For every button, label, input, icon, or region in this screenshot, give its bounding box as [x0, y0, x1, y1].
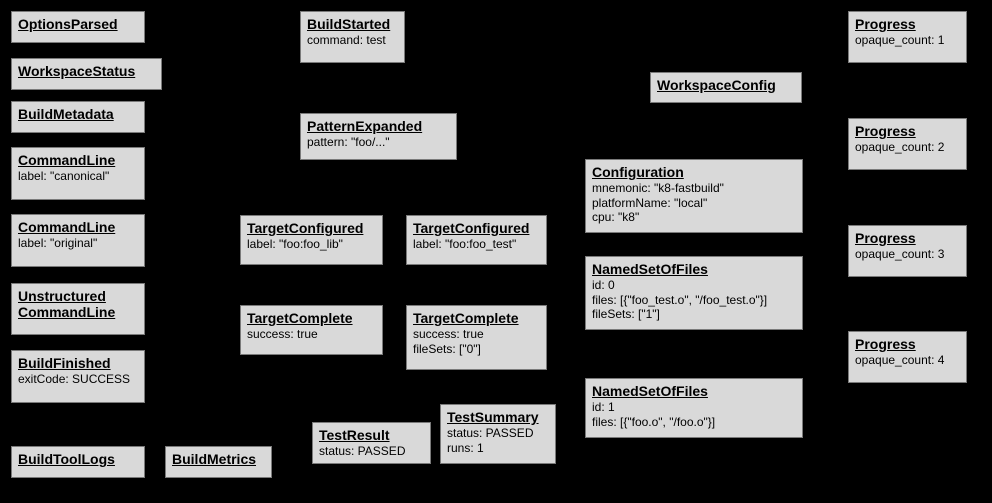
node-title: TargetConfigured [247, 220, 364, 236]
node-fields: label: "foo:foo_lib" [247, 237, 376, 252]
node-title: Progress [855, 123, 916, 139]
node-title: OptionsParsed [18, 16, 118, 32]
node-field: opaque_count: 1 [855, 33, 945, 47]
node-fields: label: "foo:foo_test" [413, 237, 540, 252]
node-field: id: 1 [592, 400, 615, 414]
node-build-tool-logs[interactable]: BuildToolLogs [11, 446, 145, 478]
node-title: Progress [855, 230, 916, 246]
node-title: CommandLine [18, 152, 116, 168]
node-title: TargetComplete [413, 310, 519, 326]
node-field: success: true [247, 327, 318, 341]
node-field: label: "foo:foo_lib" [247, 237, 343, 251]
node-field: files: [{"foo.o", "/foo.o"}] [592, 414, 716, 429]
node-title: TestSummary [447, 409, 539, 425]
node-field: opaque_count: 2 [855, 140, 945, 154]
node-field: opaque_count: 4 [855, 353, 945, 367]
node-title: Configuration [592, 164, 684, 180]
node-fields: exitCode: SUCCESS [18, 372, 138, 387]
node-field: opaque_count: 3 [855, 247, 945, 261]
node-field: fileSets: ["1"] [592, 307, 660, 321]
node-field: exitCode: SUCCESS [18, 372, 131, 386]
node-title: BuildStarted [307, 16, 391, 32]
node-title: Unstructured CommandLine [18, 288, 116, 320]
node-field: files: [{"foo_test.o", "/foo_test.o"}] [592, 292, 768, 307]
node-title: BuildMetrics [172, 451, 257, 467]
node-fields: opaque_count: 3 [855, 247, 960, 262]
node-title: PatternExpanded [307, 118, 423, 134]
node-title: CommandLine [18, 219, 116, 235]
node-build-metadata[interactable]: BuildMetadata [11, 101, 145, 133]
node-field: label: "canonical" [18, 169, 110, 183]
node-title: NamedSetOfFiles [592, 261, 708, 277]
node-field: cpu: "k8" [592, 210, 640, 224]
node-unstructured-command-line[interactable]: Unstructured CommandLine [11, 283, 145, 335]
node-field: pattern: "foo/..." [307, 135, 390, 149]
node-field: status: PASSED [319, 444, 406, 458]
node-field: command: test [307, 33, 386, 47]
node-field: fileSets: ["0"] [413, 341, 481, 356]
node-title: BuildToolLogs [18, 451, 115, 467]
node-title: Progress [855, 336, 916, 352]
node-fields: pattern: "foo/..." [307, 135, 450, 150]
node-title: TargetConfigured [413, 220, 530, 236]
node-fields: mnemonic: "k8-fastbuild"platformName: "l… [592, 181, 796, 225]
node-field: success: true [413, 327, 484, 341]
node-title: WorkspaceConfig [657, 77, 776, 93]
node-title: NamedSetOfFiles [592, 383, 708, 399]
node-fields: label: "original" [18, 236, 138, 251]
node-fields: success: true [247, 327, 376, 342]
node-title: WorkspaceStatus [18, 63, 136, 79]
node-title: BuildMetadata [18, 106, 114, 122]
node-fields: opaque_count: 1 [855, 33, 960, 48]
node-fields: command: test [307, 33, 398, 48]
node-title: TargetComplete [247, 310, 353, 326]
node-field: id: 0 [592, 278, 615, 292]
node-field: runs: 1 [447, 440, 484, 455]
node-fields: opaque_count: 2 [855, 140, 960, 155]
node-field: status: PASSED [447, 426, 534, 440]
node-build-metrics[interactable]: BuildMetrics [165, 446, 272, 478]
node-field: mnemonic: "k8-fastbuild" [592, 181, 724, 195]
node-workspace-status[interactable]: WorkspaceStatus [11, 58, 162, 90]
node-workspace-config[interactable]: WorkspaceConfig [650, 72, 802, 103]
node-title: TestResult [319, 427, 390, 443]
node-field: platformName: "local" [592, 195, 708, 210]
node-field: label: "original" [18, 236, 98, 250]
node-title: Progress [855, 16, 916, 32]
node-fields: status: PASSED [319, 444, 424, 459]
node-options-parsed[interactable]: OptionsParsed [11, 11, 145, 43]
node-title: BuildFinished [18, 355, 111, 371]
node-fields: opaque_count: 4 [855, 353, 960, 368]
node-fields: label: "canonical" [18, 169, 138, 184]
node-field: label: "foo:foo_test" [413, 237, 517, 251]
